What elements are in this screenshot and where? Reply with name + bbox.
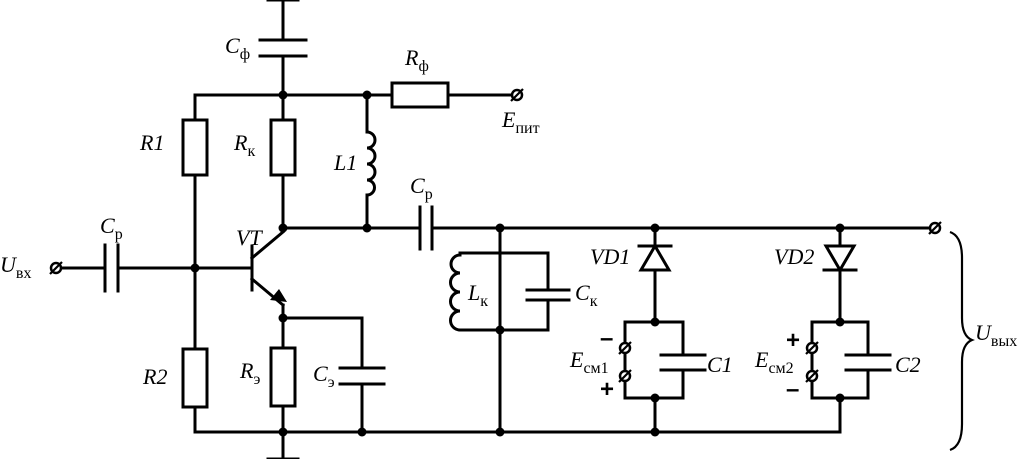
junctions — [190, 90, 845, 437]
label-c-coupling-out: Cр — [410, 173, 433, 203]
resistor-r1 — [181, 118, 209, 177]
inductor-l1 — [365, 130, 377, 197]
wires — [60, 0, 932, 459]
transistor-vt — [249, 229, 287, 320]
terminal-supply — [510, 88, 524, 102]
capacitor-c2 — [844, 353, 892, 372]
label-c2: C2 — [895, 352, 921, 377]
terminal-bias2 — [805, 341, 819, 383]
polarity-minus-bias2: – — [786, 376, 799, 403]
capacitor-ce — [338, 366, 386, 386]
resistor-rk — [269, 118, 297, 177]
label-c-tank: Cк — [575, 280, 598, 310]
label-r2: R2 — [142, 364, 167, 389]
capacitor-cp-out — [418, 205, 434, 251]
resistor-rf — [390, 81, 450, 109]
label-e-bias1: Eсм1 — [569, 347, 609, 377]
polarity-plus-bias1: + — [600, 376, 614, 403]
label-l-tank: Lк — [467, 280, 488, 310]
label-r-collector: Rк — [233, 130, 255, 160]
diode-vd2 — [822, 244, 858, 273]
capacitor-cp-in — [103, 243, 120, 293]
label-c-emitter: Cэ — [313, 361, 335, 391]
label-vd2: VD2 — [774, 244, 814, 269]
label-r1: R1 — [139, 130, 164, 155]
label-r-emitter: Rэ — [239, 358, 260, 388]
label-c1: C1 — [707, 352, 733, 377]
label-e-bias2: Eсм2 — [754, 347, 794, 377]
resistor-r2 — [181, 347, 209, 409]
terminal-input — [49, 261, 63, 275]
label-u-in: Uвх — [0, 252, 31, 282]
label-r-filter: Rф — [404, 45, 429, 75]
label-c-filter: Cф — [225, 33, 250, 63]
resistor-re — [269, 346, 297, 408]
capacitor-cf — [258, 38, 308, 58]
output-brace — [949, 230, 975, 452]
label-transistor: VT — [236, 225, 263, 250]
diode-vd1 — [637, 243, 673, 272]
terminal-bias1 — [618, 341, 632, 383]
polarity-minus-bias1: – — [600, 325, 613, 352]
label-u-out: Uвых — [975, 320, 1017, 350]
polarity-plus-bias2: + — [786, 327, 800, 354]
label-c-coupling-in: Cр — [100, 213, 123, 243]
terminal-output — [928, 221, 942, 235]
label-l1: L1 — [333, 150, 357, 175]
capacitor-ck — [525, 288, 571, 302]
inductor-lk — [449, 253, 462, 332]
capacitor-c1 — [659, 353, 707, 372]
label-e-supply: Eпит — [501, 107, 540, 137]
label-vd1: VD1 — [590, 244, 630, 269]
